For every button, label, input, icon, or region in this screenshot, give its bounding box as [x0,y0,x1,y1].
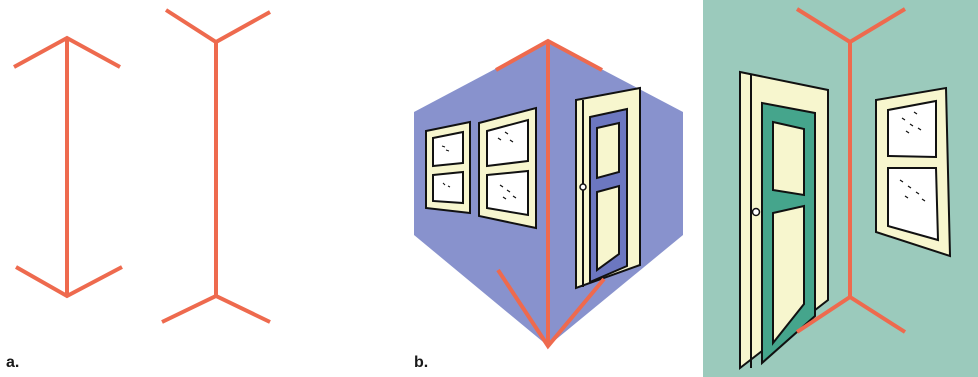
window-large [479,108,536,228]
line-arrowheads-out [14,38,122,296]
scene-outside-corner [414,41,683,346]
line-fins-in [162,10,270,322]
window-small [426,122,470,213]
label-a: a. [6,354,19,372]
scene-inside-corner [703,0,978,377]
label-b: b. [414,354,428,372]
window-green-room [876,88,950,256]
panel-a-lines [14,10,270,322]
door-blue [576,88,640,288]
